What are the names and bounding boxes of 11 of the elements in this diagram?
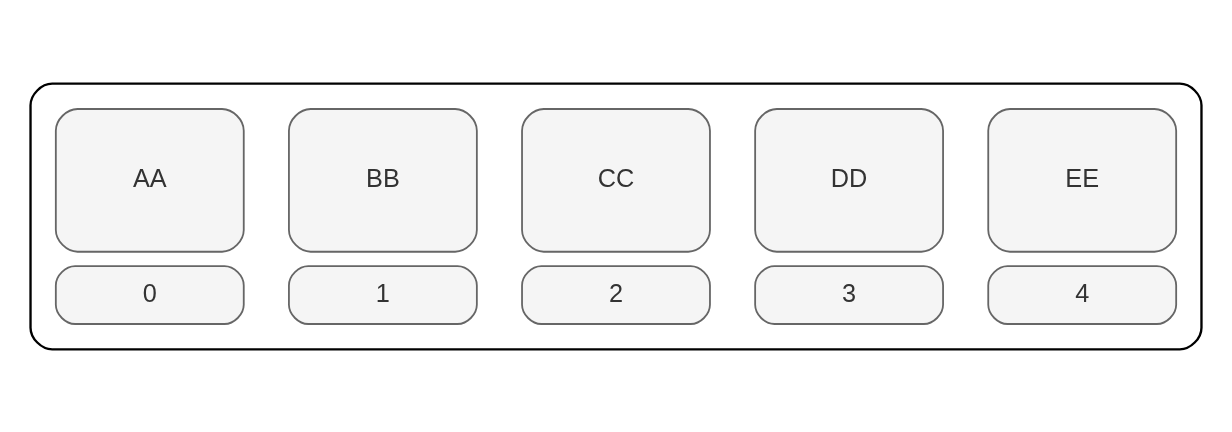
node-box: 3 [754,264,944,325]
node-box: 1 [288,264,478,325]
node-box: CC [521,107,711,253]
node-box: AA [54,107,245,253]
node-box: BB [288,107,478,253]
node-box: 4 [987,264,1178,325]
node-box: DD [754,107,944,253]
node-box: 0 [54,264,245,325]
node-box: EE [987,107,1178,253]
cluster [29,82,1203,350]
node-box: 2 [521,264,711,325]
